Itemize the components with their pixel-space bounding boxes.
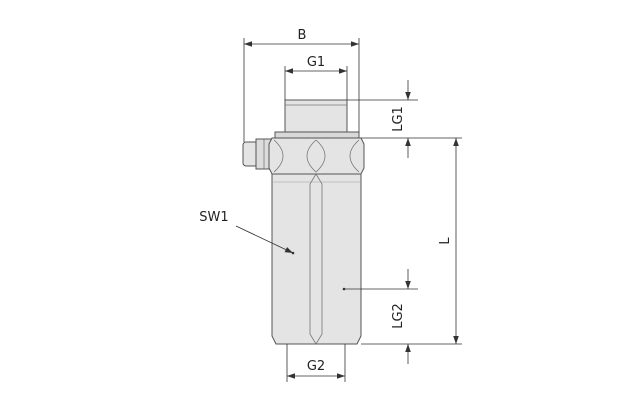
dimension-lg1: LG1 <box>347 80 418 158</box>
label-lg1: LG1 <box>391 106 406 132</box>
dimension-lg2: LG2 <box>344 269 418 364</box>
hex-body <box>271 173 362 345</box>
label-b: B <box>298 28 307 43</box>
label-l: L <box>438 237 453 245</box>
collar <box>274 131 360 139</box>
label-g1: G1 <box>307 55 325 70</box>
label-g2: G2 <box>307 359 325 374</box>
lock-nut-face-left <box>273 139 284 173</box>
dimension-g1: G1 <box>284 55 348 100</box>
hex-body-edge <box>309 173 323 345</box>
label-sw1: SW1 <box>199 210 228 225</box>
sw1-leader-line <box>235 225 294 254</box>
dimension-l: L <box>418 137 462 345</box>
fitting-part <box>242 99 365 345</box>
lock-nut-face-right <box>349 139 360 173</box>
dimension-g2: G2 <box>286 344 346 382</box>
leader-sw1: SW1 <box>199 210 294 254</box>
top-spigot <box>284 99 348 137</box>
lock-nut-face-mid <box>306 139 326 173</box>
label-lg2: LG2 <box>391 303 406 329</box>
dimension-b: B <box>243 28 360 142</box>
